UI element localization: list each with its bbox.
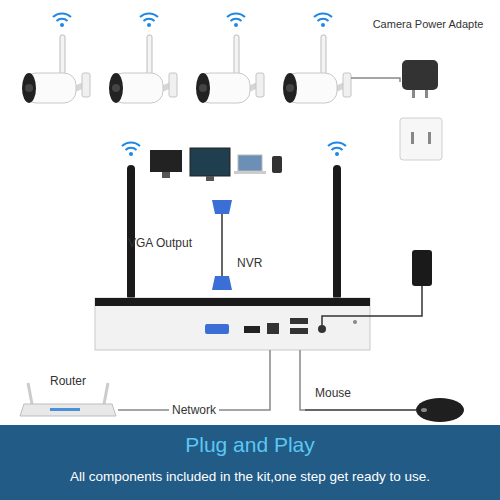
annotation: VGA Output bbox=[128, 236, 192, 250]
camera bbox=[109, 13, 177, 103]
node-label: Router bbox=[18, 374, 118, 388]
nvr-adapter bbox=[412, 250, 432, 286]
lan-port bbox=[267, 323, 279, 334]
mouse-wheel bbox=[421, 408, 427, 412]
laptop bbox=[238, 155, 262, 171]
adapter-prong bbox=[412, 90, 415, 98]
outlet-slot bbox=[411, 132, 414, 144]
power-cable bbox=[351, 78, 400, 82]
footer-band: Plug and PlayAll components included in … bbox=[0, 425, 500, 500]
usb-port bbox=[290, 318, 308, 324]
node-label: Mouse bbox=[315, 386, 351, 400]
mouse-group: Mouse bbox=[305, 380, 490, 422]
vga-connector bbox=[212, 276, 232, 290]
monitor-stand bbox=[206, 176, 214, 181]
nvr-box: NVR bbox=[95, 252, 370, 350]
vga-cable bbox=[221, 214, 223, 276]
router-lights bbox=[50, 408, 80, 411]
node-label: NVR bbox=[237, 256, 262, 270]
nvr-top bbox=[95, 298, 370, 306]
caption: All components included in the kit,one s… bbox=[0, 469, 500, 484]
usb-port bbox=[290, 328, 308, 334]
router-body bbox=[20, 404, 116, 416]
power-cable bbox=[322, 286, 422, 325]
nvr-body bbox=[95, 298, 370, 350]
laptop-base bbox=[234, 171, 266, 174]
hdmi-port bbox=[244, 326, 260, 333]
title: Plug and Play bbox=[0, 433, 500, 457]
cable-connector bbox=[300, 350, 305, 410]
wall-outlet bbox=[400, 118, 442, 160]
cable-connector bbox=[118, 350, 270, 410]
antenna bbox=[127, 165, 135, 300]
mouse bbox=[416, 398, 464, 422]
phone bbox=[272, 156, 282, 173]
vga-port bbox=[205, 324, 229, 334]
outlet-slot bbox=[428, 132, 431, 144]
router-group: Router bbox=[18, 372, 118, 422]
power-port bbox=[318, 325, 326, 333]
led bbox=[353, 320, 357, 324]
mouse-cable bbox=[305, 409, 416, 411]
edge-label: Network bbox=[169, 403, 219, 417]
node-label: Camera Power Adapte bbox=[362, 18, 494, 30]
camera bbox=[196, 13, 264, 103]
router-antenna bbox=[28, 383, 32, 404]
monitor bbox=[190, 148, 230, 176]
monitor-stand bbox=[162, 172, 170, 178]
camera bbox=[283, 13, 351, 103]
router-antenna bbox=[104, 383, 108, 404]
antenna bbox=[333, 165, 341, 300]
camera bbox=[22, 13, 90, 103]
vga-connector bbox=[212, 200, 232, 214]
adapter-group: Camera Power Adapte bbox=[362, 14, 494, 164]
power-adapter bbox=[402, 60, 438, 90]
monitor bbox=[150, 150, 182, 172]
adapter-prong bbox=[425, 90, 428, 98]
